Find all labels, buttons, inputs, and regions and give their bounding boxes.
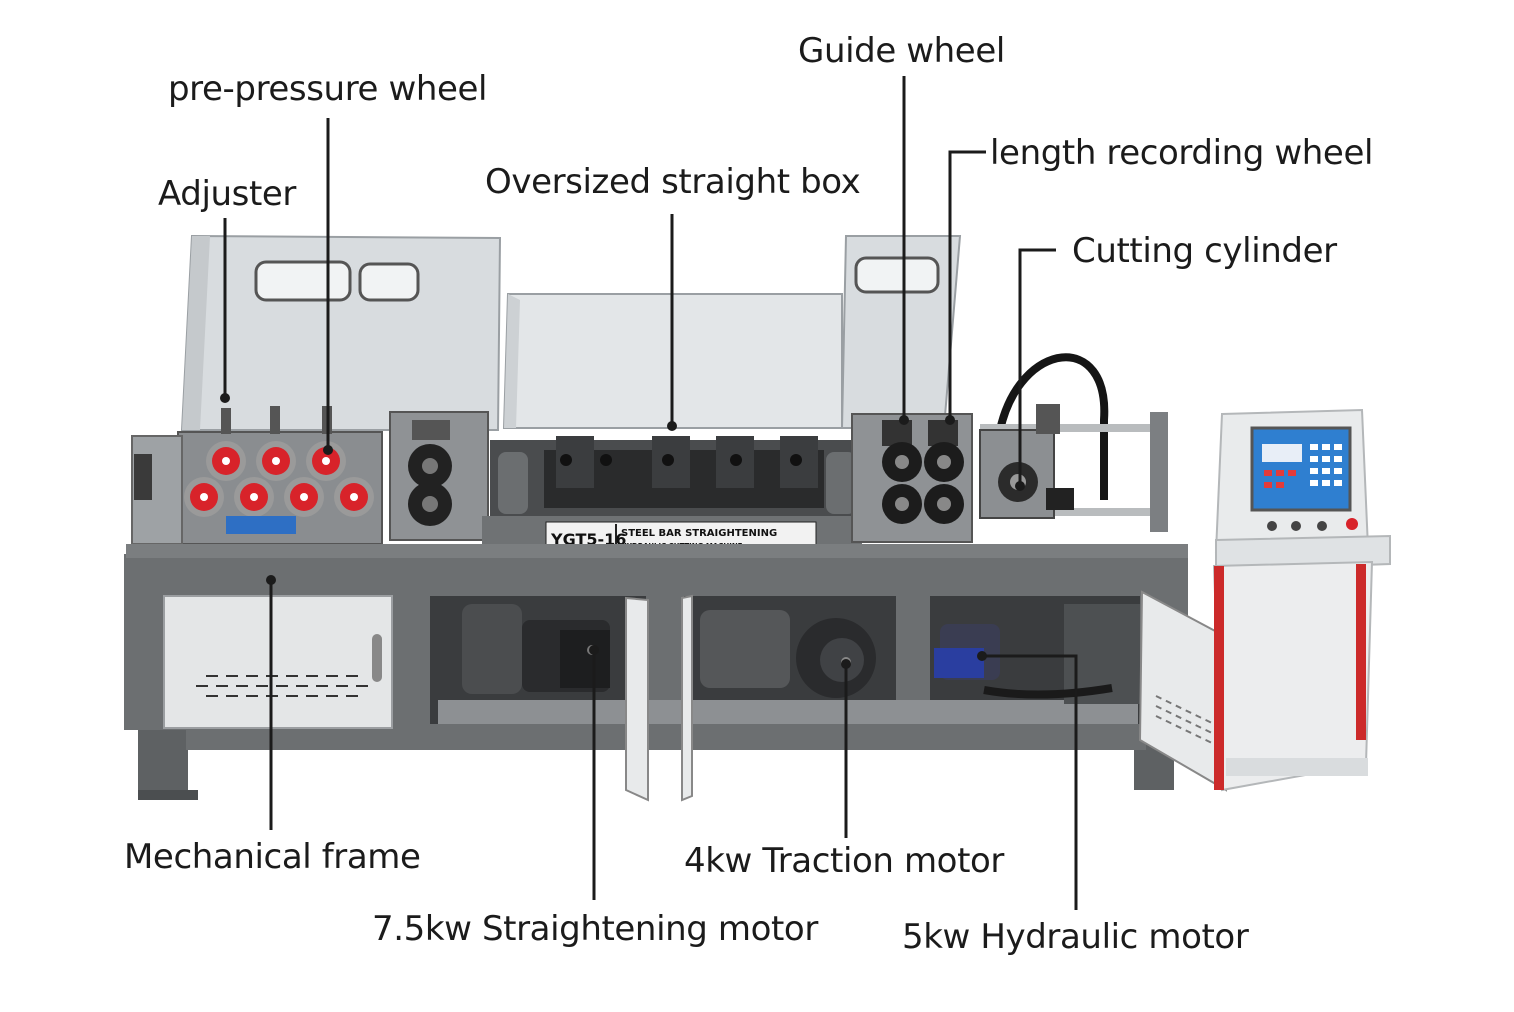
compartment-door bbox=[625, 596, 649, 802]
label-oversized-straight-box: Oversized straight box bbox=[485, 162, 861, 202]
red-roller bbox=[206, 441, 246, 481]
label-traction-motor: 4kw Traction motor bbox=[684, 841, 1004, 881]
red-roller bbox=[284, 477, 324, 517]
label-guide-wheel: Guide wheel bbox=[798, 31, 1005, 71]
label-straightening-motor: 7.5kw Straightening motor bbox=[372, 909, 818, 949]
red-roller bbox=[234, 477, 274, 517]
traction-motor-shape bbox=[700, 610, 876, 698]
cover-window bbox=[854, 256, 940, 294]
control-cabinet bbox=[1212, 408, 1391, 792]
nameplate-line1: STEEL BAR STRAIGHTENING bbox=[621, 528, 777, 539]
label-hydraulic-motor: 5kw Hydraulic motor bbox=[902, 917, 1249, 957]
straight-box bbox=[490, 436, 856, 518]
cover-window bbox=[358, 262, 420, 302]
right-cover bbox=[840, 235, 962, 429]
leader-lines bbox=[223, 76, 1078, 910]
label-length-recording-wheel: length recording wheel bbox=[990, 133, 1374, 173]
feed-roller-block bbox=[389, 411, 489, 541]
hydraulic-motor-shape bbox=[934, 604, 1140, 704]
cutting-cylinder bbox=[979, 353, 1168, 532]
guide-wheel-block bbox=[851, 413, 973, 543]
label-cutting-cylinder: Cutting cylinder bbox=[1072, 231, 1337, 271]
straightening-motor-shape bbox=[462, 604, 610, 694]
left-cabinet-door bbox=[163, 595, 393, 729]
red-roller bbox=[256, 441, 296, 481]
label-pre-pressure-wheel: pre-pressure wheel bbox=[168, 69, 488, 109]
cover-window bbox=[254, 260, 352, 302]
red-roller bbox=[334, 477, 374, 517]
label-adjuster: Adjuster bbox=[158, 174, 296, 214]
red-roller bbox=[184, 477, 224, 517]
label-mechanical-frame: Mechanical frame bbox=[124, 837, 421, 877]
red-roller bbox=[306, 441, 346, 481]
left-cover bbox=[180, 234, 502, 431]
compartment-door bbox=[681, 594, 693, 802]
pre-pressure-block bbox=[131, 406, 383, 545]
control-screen bbox=[1250, 426, 1352, 512]
leader-dots bbox=[220, 393, 1025, 669]
